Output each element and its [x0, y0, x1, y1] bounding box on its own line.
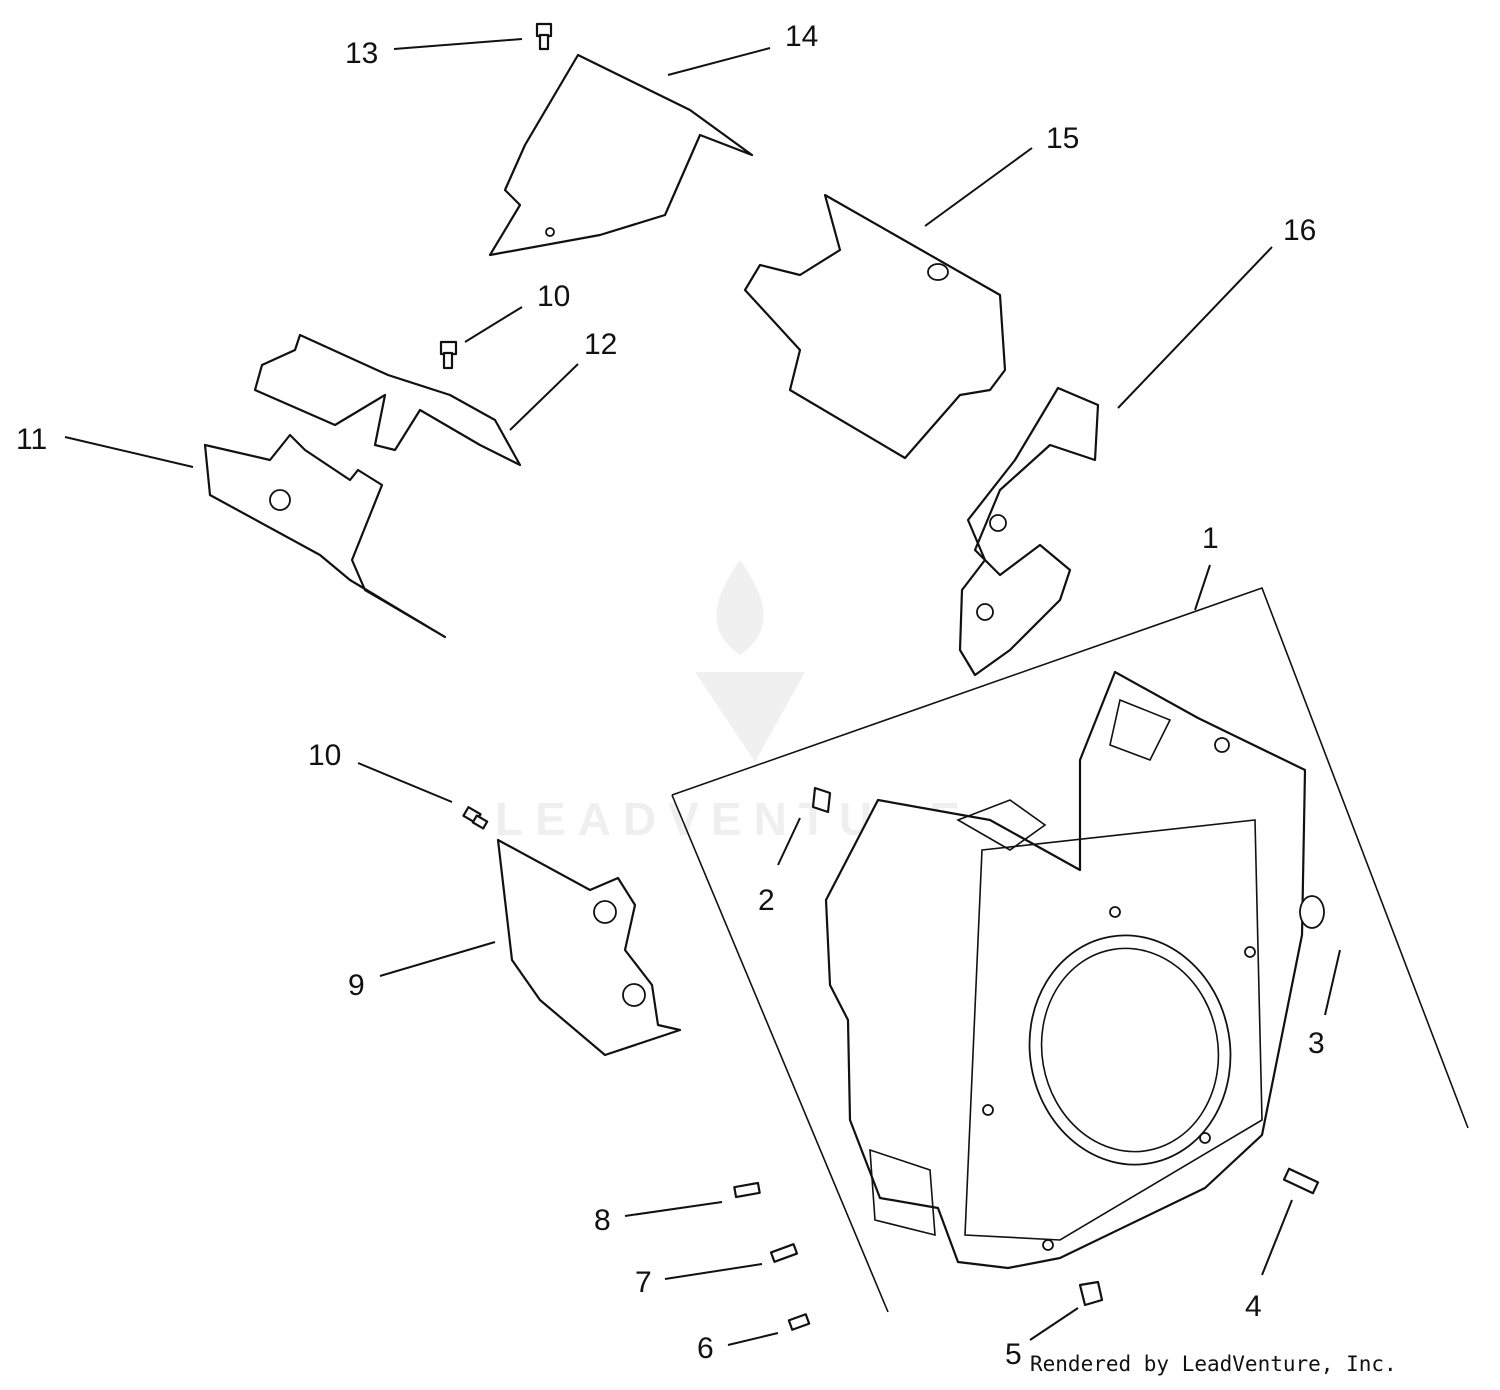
leader-line-5 — [1029, 1307, 1079, 1341]
callout-13: 13 — [345, 37, 378, 70]
leader-line-16 — [1117, 246, 1273, 409]
housing-group-outline-left — [671, 794, 889, 1313]
screw-part-13 — [535, 22, 553, 51]
leader-line-15 — [924, 147, 1033, 227]
callout-10-upper: 10 — [537, 280, 570, 313]
stud-part-4 — [1282, 1167, 1320, 1195]
callout-1: 1 — [1202, 522, 1219, 555]
leader-line-6 — [727, 1332, 779, 1346]
leader-line-1 — [1194, 564, 1211, 611]
callout-10-lower: 10 — [308, 739, 341, 772]
screw-part-10-bottom — [462, 806, 489, 830]
shroud-part-15 — [743, 193, 1007, 460]
leader-line-2 — [777, 817, 801, 866]
plug-part-3 — [1299, 895, 1325, 929]
leadventure-watermark: LEADVENTURE — [495, 560, 960, 845]
callout-7: 7 — [635, 1266, 652, 1299]
shroud-part-14 — [488, 53, 754, 257]
leader-line-14 — [667, 47, 771, 76]
baffle-part-9 — [496, 838, 682, 1057]
leader-line-11 — [64, 436, 194, 468]
flame-logo-icon — [716, 560, 764, 655]
callout-16: 16 — [1283, 214, 1316, 247]
callout-8: 8 — [594, 1204, 611, 1237]
screw-part-6 — [787, 1313, 811, 1331]
callout-6: 6 — [697, 1332, 714, 1365]
bracket-part-16 — [958, 386, 1100, 677]
callout-9: 9 — [348, 969, 365, 1002]
screw-part-10-top — [439, 340, 458, 370]
leader-line-7 — [664, 1263, 763, 1280]
callout-14: 14 — [785, 20, 818, 53]
screw-part-8 — [733, 1181, 761, 1199]
leader-line-4 — [1261, 1199, 1293, 1276]
callout-2: 2 — [758, 884, 775, 917]
callout-15: 15 — [1046, 122, 1079, 155]
blower-housing-part — [824, 670, 1307, 1270]
leader-line-9 — [379, 941, 496, 977]
housing-group-outline — [671, 586, 1469, 1129]
screw-part-7 — [769, 1243, 799, 1263]
nut-part-5 — [1078, 1280, 1104, 1307]
baffle-part-12 — [253, 333, 522, 467]
leader-line-12 — [509, 363, 579, 431]
v-logo-icon — [695, 672, 805, 762]
leader-line-10b — [357, 762, 453, 803]
leader-line-13 — [393, 38, 523, 50]
render-credit: Rendered by LeadVenture, Inc. — [1030, 1352, 1397, 1376]
callout-4: 4 — [1245, 1290, 1262, 1323]
leader-line-10a — [464, 306, 523, 343]
callout-11: 11 — [16, 423, 47, 456]
callout-5: 5 — [1005, 1338, 1022, 1371]
leader-line-8 — [624, 1201, 723, 1217]
callout-3: 3 — [1308, 1027, 1325, 1060]
nut-part-2 — [811, 786, 832, 814]
leader-line-3 — [1324, 949, 1341, 1016]
callout-12: 12 — [584, 328, 617, 361]
baffle-part-11 — [203, 433, 447, 639]
